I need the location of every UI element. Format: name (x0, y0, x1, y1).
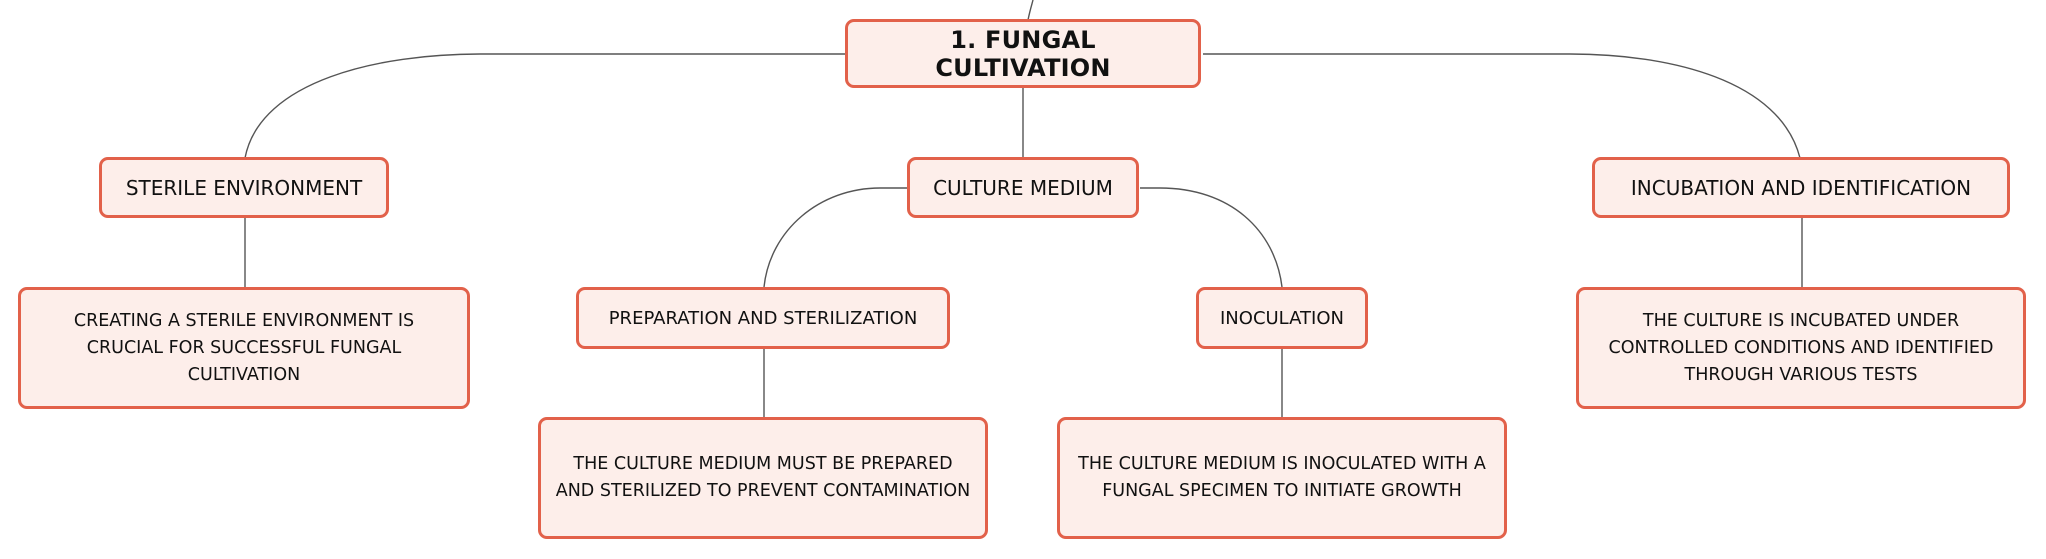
preparation-sterilization-note-text: THE CULTURE MEDIUM MUST BE PREPARED AND … (555, 454, 971, 501)
connector-root-sterile (244, 53, 847, 159)
incubation-identification-note[interactable]: THE CULTURE IS INCUBATED UNDER CONTROLLE… (1576, 287, 2026, 409)
incubation-identification-node[interactable]: INCUBATION AND IDENTIFICATION (1592, 157, 2010, 218)
inoculation-note[interactable]: THE CULTURE MEDIUM IS INOCULATED WITH A … (1057, 417, 1507, 539)
root-node-label: 1. FUNGAL CULTIVATION (935, 25, 1111, 82)
root-node[interactable]: 1. FUNGAL CULTIVATION (845, 19, 1201, 88)
incubation-identification-label: INCUBATION AND IDENTIFICATION (1630, 175, 1972, 200)
connector-root-incubation (1203, 53, 1801, 159)
culture-medium-node[interactable]: CULTURE MEDIUM (907, 157, 1139, 218)
preparation-sterilization-node[interactable]: PREPARATION AND STERILIZATION (576, 287, 950, 349)
sterile-environment-label: STERILE ENVIRONMENT (125, 175, 363, 200)
sterile-environment-note[interactable]: CREATING A STERILE ENVIRONMENT IS CRUCIA… (18, 287, 470, 409)
sterile-environment-node[interactable]: STERILE ENVIRONMENT (99, 157, 389, 218)
inoculation-note-text: THE CULTURE MEDIUM IS INOCULATED WITH A … (1078, 454, 1486, 501)
connector-incoming (1027, 0, 1034, 21)
connector-medium-inoculation (1140, 187, 1283, 288)
culture-medium-label: CULTURE MEDIUM (933, 175, 1113, 200)
inoculation-label: INOCULATION (1220, 307, 1344, 329)
inoculation-node[interactable]: INOCULATION (1196, 287, 1368, 349)
sterile-environment-note-text: CREATING A STERILE ENVIRONMENT IS CRUCIA… (73, 310, 415, 385)
preparation-sterilization-label: PREPARATION AND STERILIZATION (608, 307, 918, 329)
incubation-identification-note-text: THE CULTURE IS INCUBATED UNDER CONTROLLE… (1608, 310, 1994, 385)
preparation-sterilization-note[interactable]: THE CULTURE MEDIUM MUST BE PREPARED AND … (538, 417, 988, 539)
connector-medium-preparation (763, 187, 907, 288)
